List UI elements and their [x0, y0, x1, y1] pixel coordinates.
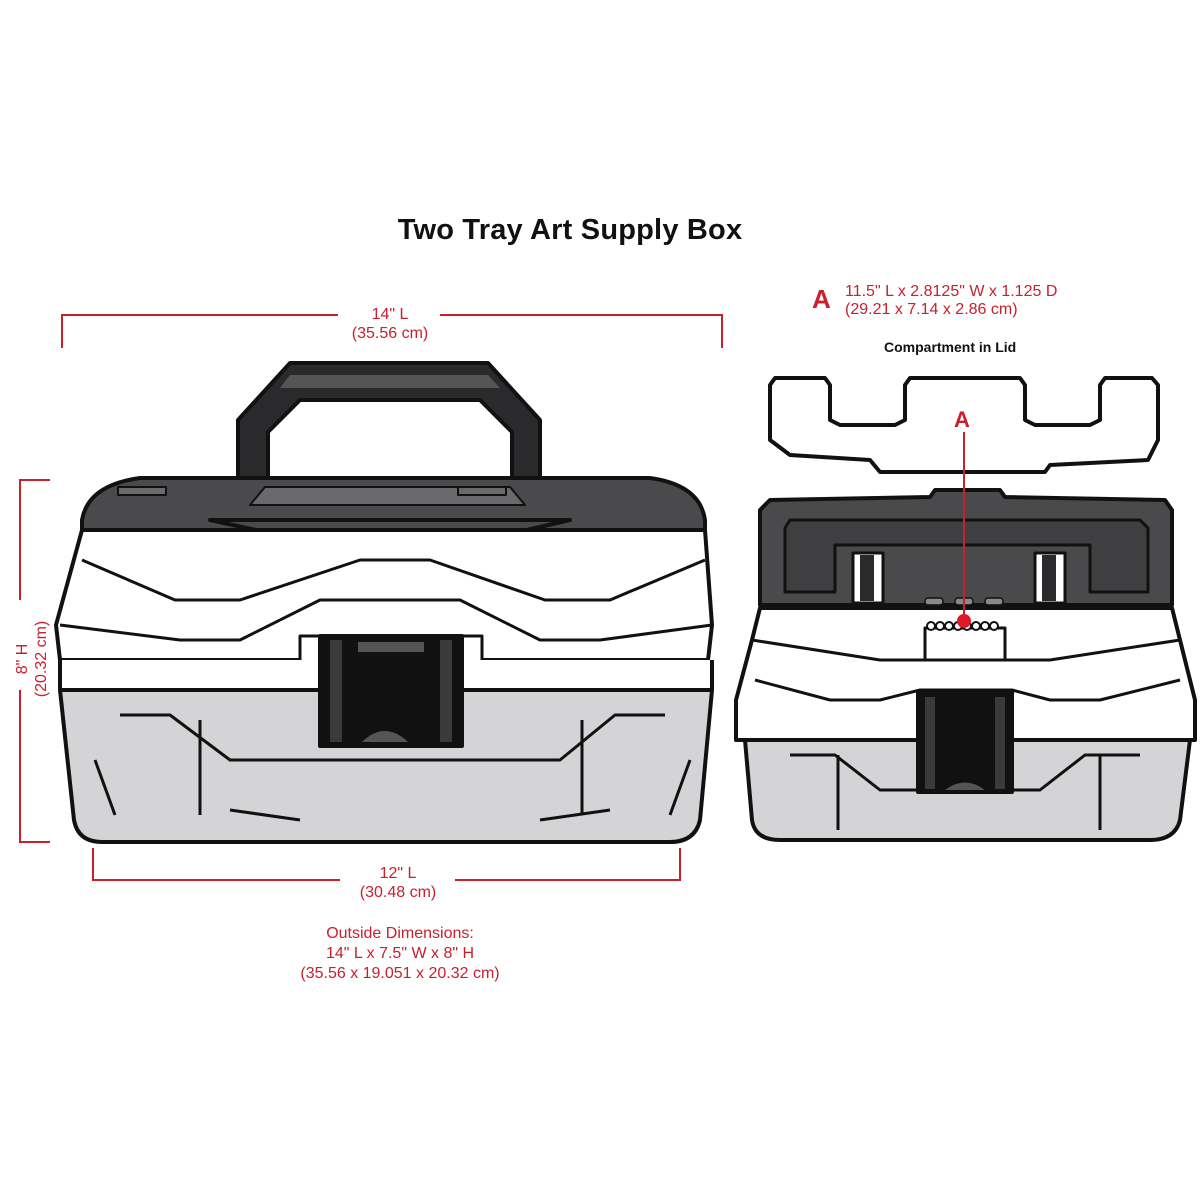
compartment-title: Compartment in Lid: [884, 339, 1017, 355]
open-lid: [758, 488, 1174, 607]
diagram-title: Two Tray Art Supply Box: [397, 214, 743, 246]
front-box: [54, 361, 714, 844]
height-dimension-metric: (20.32 cm): [33, 620, 50, 698]
latch: [318, 634, 464, 748]
height-dimension-label: 8" H (20.32 cm): [13, 579, 51, 739]
top-dimension-imperial: 14" L: [371, 306, 409, 323]
compartment-dimension-imperial: 11.5" L x 2.8125" W x 1.125 D: [845, 283, 1058, 300]
outside-dimensions-imperial: 14" L x 7.5" W x 8" H: [325, 945, 475, 962]
bottom-dimension-imperial: 12" L: [379, 865, 417, 882]
base: [58, 688, 714, 844]
outside-dimensions-metric: (35.56 x 19.051 x 20.32 cm): [300, 965, 500, 982]
compartment-dimension-block: 11.5" L x 2.8125" W x 1.125 D (29.21 x 7…: [845, 283, 1057, 319]
height-dimension-imperial: 8" H: [14, 643, 31, 675]
callout-A-line: [957, 432, 971, 628]
compartment-marker-A: A: [812, 284, 831, 314]
bottom-dimension-label: 12" L (30.48 cm): [328, 864, 468, 902]
top-dimension-label: 14" L (35.56 cm): [320, 305, 460, 343]
open-box-body: [734, 606, 1197, 842]
bottom-dimension-metric: (30.48 cm): [359, 884, 437, 901]
callout-marker-A: A: [954, 407, 970, 432]
lid-compartment-insert: [768, 376, 1160, 474]
compartment-dimension-metric: (29.21 x 7.14 x 2.86 cm): [845, 301, 1018, 318]
height-dimension-line: [19, 479, 50, 843]
top-dimension-metric: (35.56 cm): [351, 325, 429, 342]
outside-dimensions-block: Outside Dimensions: 14" L x 7.5" W x 8" …: [250, 924, 550, 984]
tray-divider-comb: [926, 621, 999, 631]
outside-dimensions-label: Outside Dimensions:: [326, 925, 474, 942]
bottom-dimension-line: [92, 848, 681, 881]
top-dimension-line: [61, 314, 723, 348]
